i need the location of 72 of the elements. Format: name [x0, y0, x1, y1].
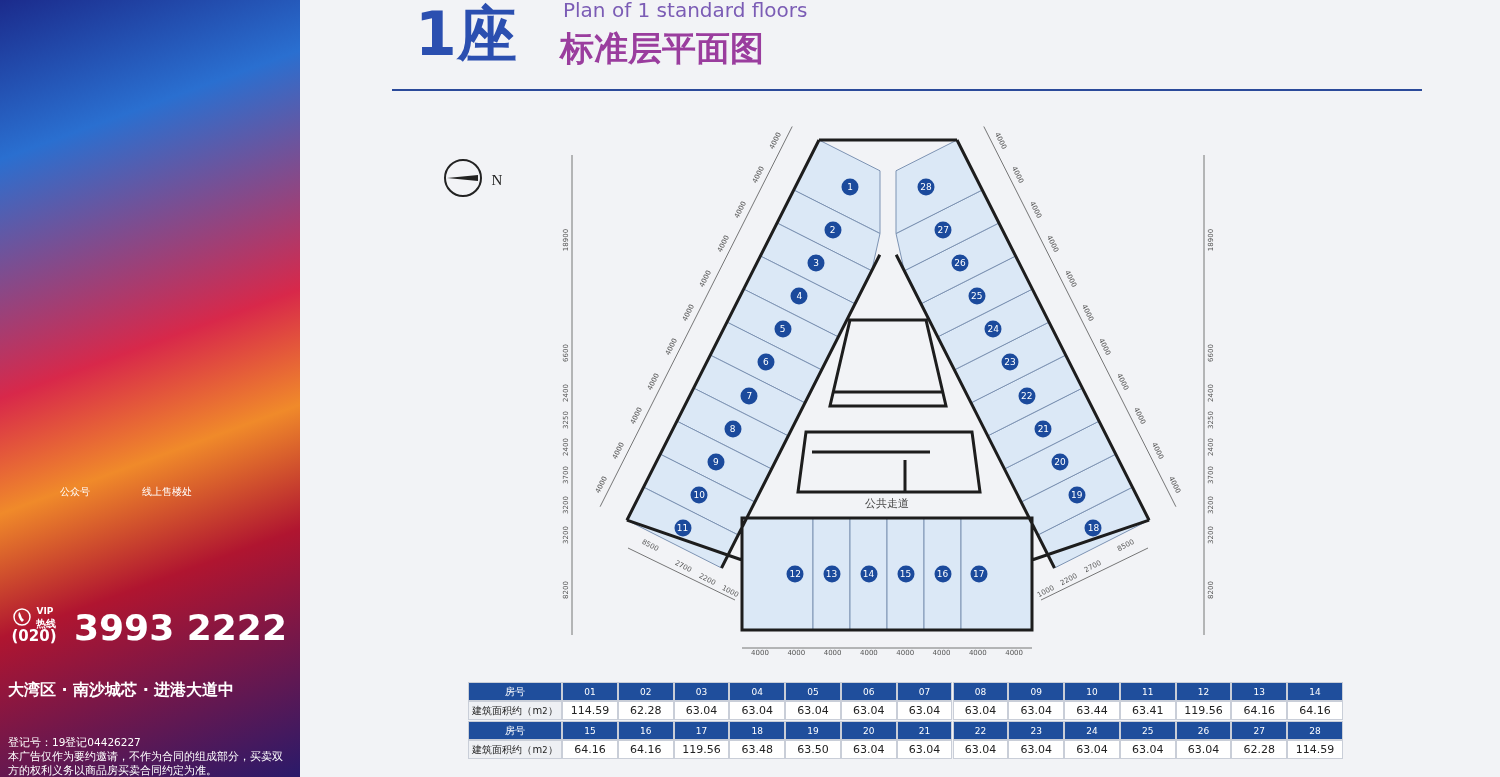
- table-header-cell: 05: [785, 682, 841, 701]
- table-cell: 63.04: [1064, 740, 1120, 759]
- table-cell: 63.04: [1008, 740, 1065, 759]
- phone-number: (020): [11, 628, 57, 644]
- table-cell: 63.48: [729, 740, 786, 759]
- compass-label: N: [491, 172, 503, 188]
- caption-text: 热线: [36, 619, 56, 629]
- table-cell: 63.44: [1064, 701, 1120, 720]
- table-header-cell: 09: [1008, 682, 1065, 701]
- table-cell: 63.04: [840, 701, 897, 720]
- table-header-cell: 08: [952, 682, 1009, 701]
- table-header-cell: 19: [785, 721, 841, 740]
- table-cell: 63.04: [840, 740, 897, 759]
- table-header-cell: 06: [840, 682, 897, 701]
- table-cell: 64.16: [1287, 701, 1343, 720]
- table-header-cell: 22: [952, 721, 1009, 740]
- table-cell: 119.56: [1175, 701, 1232, 720]
- table-cell: 63.04: [896, 740, 953, 759]
- table-header-cell: 07: [896, 682, 953, 701]
- title-text: 标准层平面图: [560, 31, 764, 65]
- table-header-cell: 10: [1064, 682, 1120, 701]
- table-cell: 64.16: [562, 740, 618, 759]
- table-header-cell: 02: [617, 682, 674, 701]
- table-header-cell: 26: [1175, 721, 1232, 740]
- address-text: 大湾区 · 南沙城芯 · 进港大道中: [8, 682, 235, 698]
- caption-text: 公众号: [60, 487, 90, 497]
- note-text: 登记号：19登记04426227: [8, 736, 141, 748]
- table-header-cell: 17: [673, 721, 730, 740]
- table-header-cell: 21: [896, 721, 953, 740]
- title-text: 1座: [415, 4, 517, 64]
- table-cell: 119.56: [673, 740, 730, 759]
- table-header-cell: 12: [1175, 682, 1232, 701]
- table-cell: 63.04: [1119, 740, 1176, 759]
- table-header-cell: 20: [840, 721, 897, 740]
- table-cell: 63.04: [952, 740, 1009, 759]
- table-cell: 64.16: [1231, 701, 1288, 720]
- table-header-cell: 24: [1064, 721, 1120, 740]
- table-cell: 63.04: [1175, 740, 1232, 759]
- table-header-cell: 房号: [468, 721, 562, 740]
- table-header-cell: 房号: [468, 682, 562, 701]
- table-header-cell: 16: [617, 721, 674, 740]
- table-header-cell: 18: [729, 721, 786, 740]
- phone-number: 3993 2222: [74, 610, 287, 646]
- note-text: 本广告仅作为要约邀请，不作为合同的组成部分，买卖双方的权利义务以商品房买卖合同约定为准。: [8, 749, 284, 777]
- table-header-cell: 01: [562, 682, 618, 701]
- table-cell: 63.04: [896, 701, 953, 720]
- table-header-cell: 25: [1119, 721, 1176, 740]
- table-cell: 63.41: [1119, 701, 1176, 720]
- table-cell: 63.50: [785, 740, 841, 759]
- subtitle-text: Plan of 1 standard floors: [563, 0, 808, 20]
- table-header-cell: 28: [1287, 721, 1343, 740]
- table-header-cell: 03: [673, 682, 730, 701]
- table-cell: 62.28: [1231, 740, 1288, 759]
- table-header-cell: 04: [729, 682, 786, 701]
- table-header-cell: 15: [562, 721, 618, 740]
- caption-text: VIP: [36, 606, 54, 616]
- table-cell: 63.04: [952, 701, 1009, 720]
- caption-text: 线上售楼处: [142, 487, 192, 497]
- table-header-cell: 14: [1287, 682, 1343, 701]
- table-cell: 63.04: [785, 701, 841, 720]
- corridor-label: 公共走道: [865, 497, 909, 509]
- table-cell: 63.04: [1008, 701, 1065, 720]
- table-cell: 114.59: [1287, 740, 1343, 759]
- table-cell: 63.04: [673, 701, 730, 720]
- table-header-cell: 23: [1008, 721, 1065, 740]
- table-header-cell: 13: [1231, 682, 1288, 701]
- table-cell: 114.59: [562, 701, 618, 720]
- table-cell: 63.04: [729, 701, 786, 720]
- table-cell: 64.16: [617, 740, 674, 759]
- table-header-cell: 11: [1119, 682, 1176, 701]
- table-cell: 62.28: [617, 701, 674, 720]
- table-header-cell: 27: [1231, 721, 1288, 740]
